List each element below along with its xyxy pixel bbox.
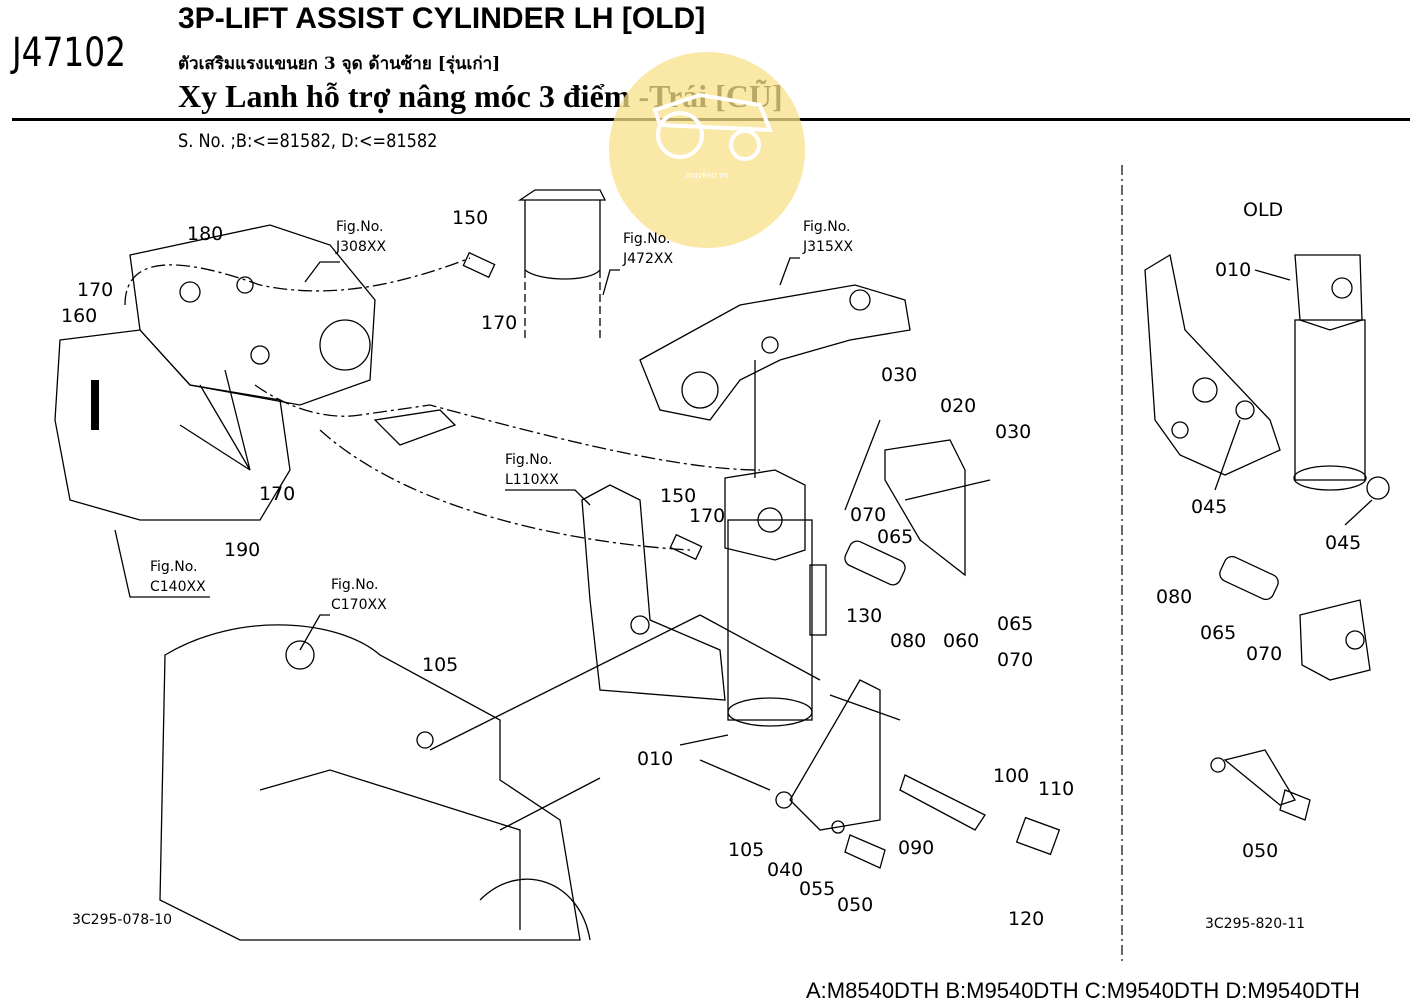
part-label: 070	[1246, 643, 1282, 665]
fig-ref-label: Fig.No.	[331, 577, 379, 593]
part-label: 045	[1325, 532, 1361, 554]
part-label: 065	[1200, 622, 1236, 644]
fig-ref-label: Fig.No.	[623, 231, 671, 247]
fig-ref-label: Fig.No.	[505, 452, 553, 468]
old-bolt-050	[1279, 789, 1311, 821]
old-section-label: OLD	[1243, 199, 1283, 221]
fitting-150	[462, 251, 496, 279]
part-label: 030	[995, 421, 1031, 443]
transmission-housing	[54, 329, 291, 521]
old-cylinder	[1294, 319, 1366, 481]
part-label: 160	[61, 305, 97, 327]
part-label: 040	[767, 859, 803, 881]
part-label: 080	[1156, 586, 1192, 608]
old-washer-045	[1366, 476, 1390, 500]
title-thai: ตัวเสริมแรงแขนยก 3 จุด ด้านซ้าย [รุ่นเก่…	[178, 54, 501, 74]
part-label: 060	[943, 630, 979, 652]
fig-ref-number: C140XX	[150, 579, 206, 595]
fig-ref-number: L110XX	[505, 472, 559, 488]
part-label: 065	[997, 613, 1033, 635]
part-label: 130	[846, 605, 882, 627]
watermark-text: maykeo.vn	[686, 170, 728, 181]
fig-ref-number: J472XX	[622, 251, 673, 267]
serial-range: S. No. ;B:<=81582, D:<=81582	[178, 130, 438, 152]
part-label: 070	[997, 649, 1033, 671]
support-bracket	[581, 484, 726, 701]
fig-ref-number: C170XX	[331, 597, 387, 613]
part-label: 190	[224, 539, 260, 561]
lift-rod-clevis	[517, 189, 607, 201]
part-label: 080	[890, 630, 926, 652]
part-label: 065	[877, 526, 913, 548]
part-label: 170	[77, 279, 113, 301]
part-label: 170	[259, 483, 295, 505]
fig-ref-label: Fig.No.	[336, 219, 384, 235]
spring-washer-055	[831, 820, 845, 834]
hose-lower	[319, 429, 691, 551]
part-label: 170	[481, 312, 517, 334]
part-label: 010	[637, 748, 673, 770]
part-label: 105	[728, 839, 764, 861]
fig-ref-label: Fig.No.	[803, 219, 851, 235]
plate-110	[1015, 816, 1061, 856]
washer-105	[775, 791, 793, 809]
bracket-040	[789, 679, 881, 831]
old-relief-valve-065	[1219, 555, 1279, 601]
model-list: A:M8540DTH B:M9540DTH C:M9540DTH D:M9540…	[806, 978, 1360, 1003]
fig-ref-number: J315XX	[802, 239, 853, 255]
hose-middle	[254, 384, 761, 471]
old-clevis-lower	[1299, 599, 1371, 681]
part-label: 110	[1038, 778, 1074, 800]
valve-port	[236, 276, 254, 294]
valve-port	[250, 345, 270, 365]
drawing-id: 3C295-078-10	[72, 912, 172, 928]
sensor-130	[809, 564, 827, 636]
page-code: J47102	[12, 30, 127, 76]
hose-upper	[124, 257, 471, 306]
part-label: 030	[881, 364, 917, 386]
part-label: 120	[1008, 908, 1044, 930]
fig-ref-number: J308XX	[335, 239, 386, 255]
drawing-id: 3C295-820-11	[1205, 916, 1305, 932]
part-label: 050	[1242, 840, 1278, 862]
part-label: 010	[1215, 259, 1251, 281]
fitting-150	[669, 533, 703, 561]
washer-105	[416, 731, 434, 749]
bolt-050	[844, 834, 886, 869]
fig-ref-label: Fig.No.	[150, 559, 198, 575]
old-link	[1223, 749, 1296, 806]
part-label: 105	[422, 654, 458, 676]
cylinder-clevis	[724, 469, 806, 561]
part-label: 050	[837, 894, 873, 916]
part-label: 090	[898, 837, 934, 859]
part-label: 070	[850, 504, 886, 526]
part-label: 100	[993, 765, 1029, 787]
old-washer-045	[1235, 400, 1255, 420]
part-label: 045	[1191, 496, 1227, 518]
shield-020	[884, 439, 966, 577]
rear-axle-housing	[159, 624, 581, 941]
part-label: 170	[689, 505, 725, 527]
pin-090	[899, 774, 986, 831]
part-label: 180	[187, 223, 223, 245]
valve-port	[319, 319, 371, 371]
lift-assist-cylinder	[727, 519, 813, 721]
old-cylinder-clevis	[1294, 254, 1363, 331]
valve-port	[179, 281, 201, 303]
hose-fitting	[373, 409, 457, 446]
part-label: 020	[940, 395, 976, 417]
watermark-logo: maykeo.vn	[609, 52, 805, 248]
title-english: 3P-LIFT ASSIST CYLINDER LH [OLD]	[178, 2, 706, 35]
part-label: 150	[660, 485, 696, 507]
part-label: 055	[799, 878, 835, 900]
lift-rod-top	[524, 200, 601, 280]
part-label: 150	[452, 207, 488, 229]
lift-arm	[639, 284, 911, 421]
old-bracket	[1144, 253, 1281, 476]
relief-valve-065	[844, 540, 906, 586]
